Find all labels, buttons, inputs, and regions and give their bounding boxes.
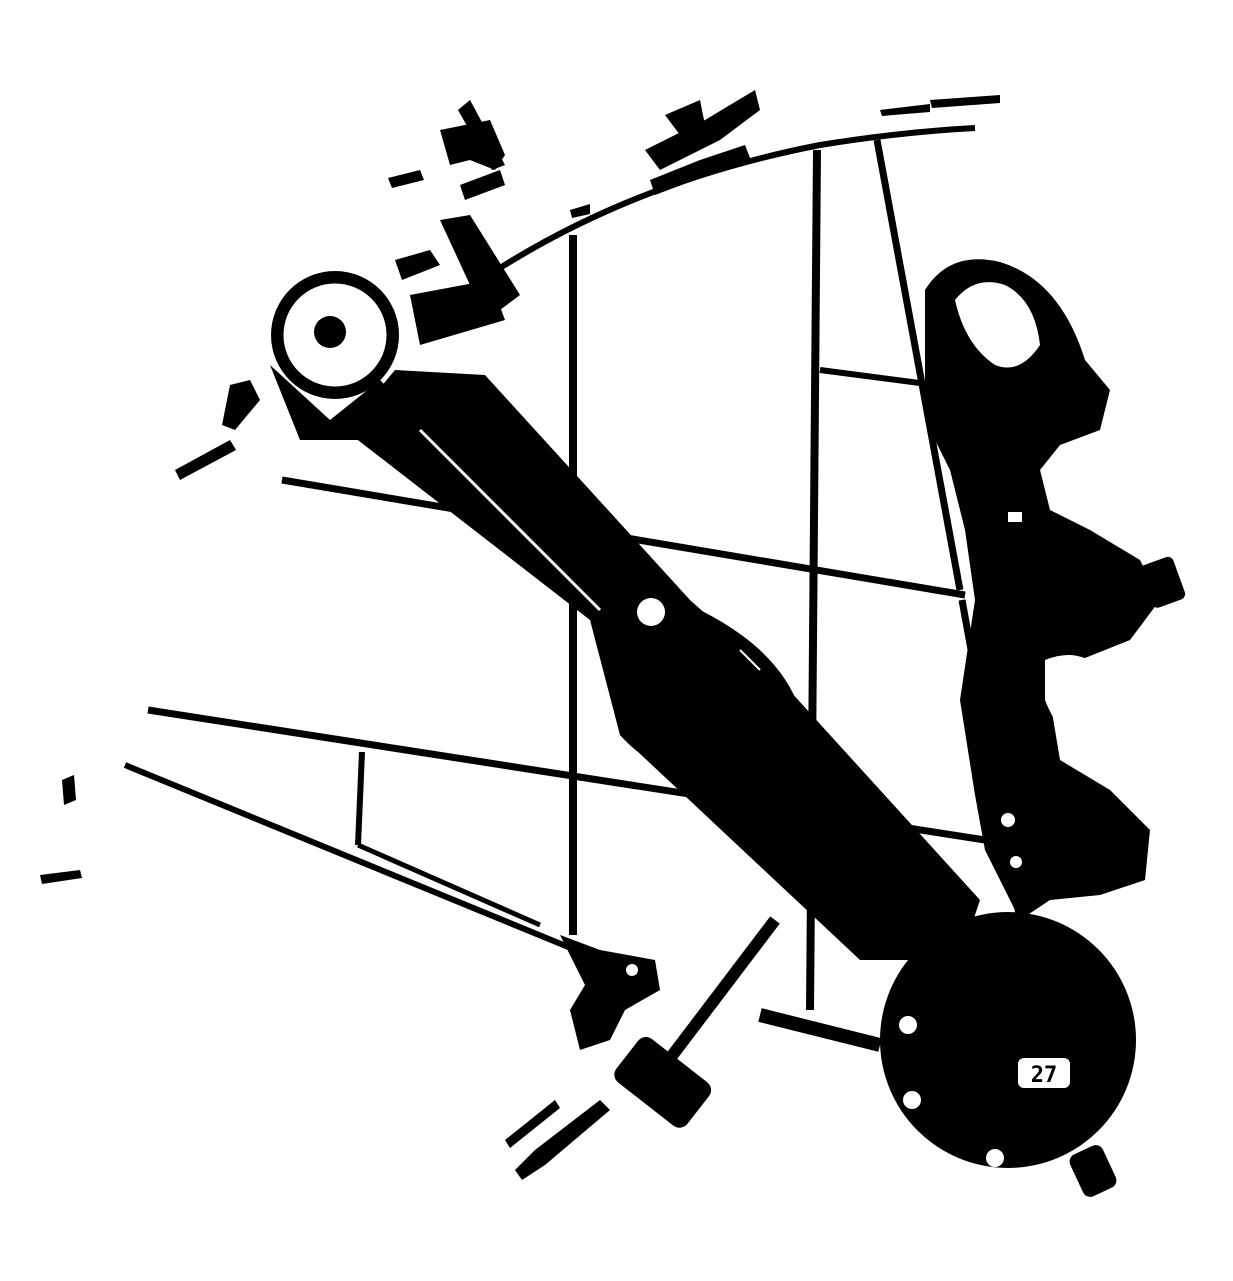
dial-reading: 27 <box>1031 1063 1058 1088</box>
micrometer-drum: 27 <box>758 912 1136 1197</box>
index-arm <box>345 280 980 960</box>
tangent-screw-handle <box>40 775 780 1180</box>
arc-limb <box>498 90 1000 271</box>
pivot-cap <box>271 271 399 399</box>
telescope-bracket <box>925 259 1186 920</box>
index-mirror-housing <box>175 100 520 480</box>
